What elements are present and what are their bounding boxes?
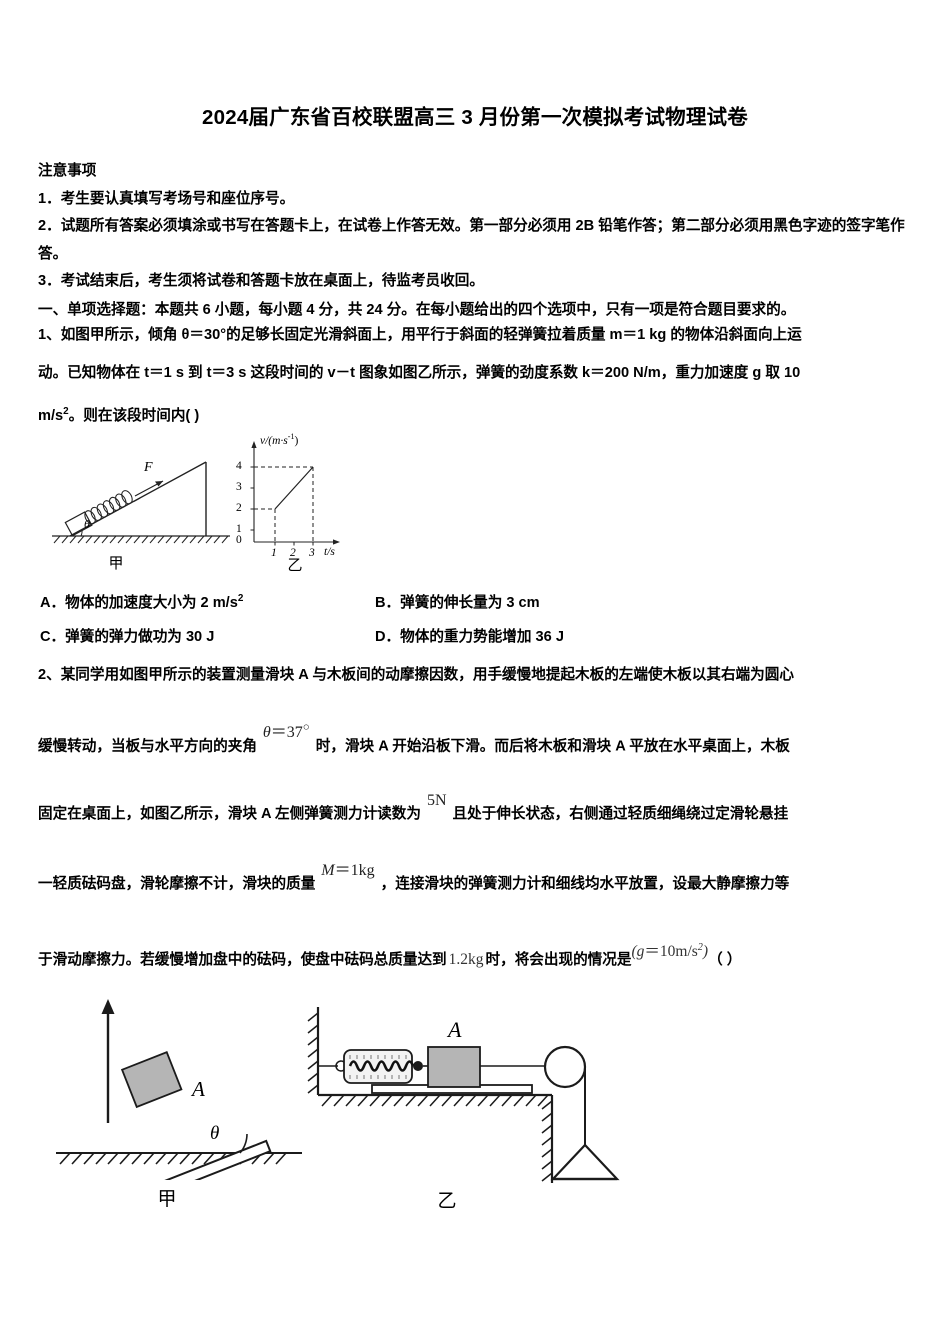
- question1-line1: 1、如图甲所示，倾角 θ＝30°的足够长固定光滑斜面上，用平行于斜面的轻弹簧拉着…: [38, 327, 802, 343]
- q2-angle-eq: ＝37: [270, 724, 303, 742]
- option-a-label: A．: [40, 595, 66, 611]
- option-b-label: B．: [375, 595, 401, 611]
- question2-line1: 2、某同学用如图甲所示的装置测量滑块 A 与木板间的动摩擦因数，用手缓慢地提起木…: [38, 667, 794, 683]
- q2-fig-left-caption: 甲: [157, 1189, 177, 1210]
- q2-g-val: ＝10m/s: [644, 943, 698, 961]
- q2-fig1-angle-label: θ: [210, 1123, 220, 1144]
- question2-line4: 一轻质砝码盘，滑轮摩擦不计，滑块的质量M＝1kg，连接滑块的弹簧测力计和细线均水…: [38, 862, 933, 896]
- question1-line2: 动。已知物体在 t＝1 s 到 t＝3 s 这段时间的 v－t 图象如图乙所示，…: [38, 365, 801, 381]
- q2-tilted-board-svg: [56, 999, 302, 1180]
- q2-g-sup: 2: [697, 942, 703, 953]
- question2-line4-pre: 一轻质砝码盘，滑轮摩擦不计，滑块的质量: [38, 876, 316, 892]
- q1-graph-xtick-2: 2: [290, 547, 296, 559]
- question2-spring-reading: 5N: [421, 792, 453, 809]
- question2-line3-post: 且处于伸长状态，右侧通过轻质细绳绕过定滑轮悬挂: [452, 806, 789, 822]
- option-c-text: 弹簧的弹力做功为 30 J: [65, 629, 215, 645]
- section-header: 一、单项选择题：本题共 6 小题，每小题 4 分，共 24 分。在每小题给出的四…: [38, 302, 796, 318]
- q1-figure-vt-graph: 0 1 2 3 4 1 2 3 v/(m·s-1) t/s: [232, 430, 357, 559]
- q2-table-pulley-svg: [307, 1007, 620, 1183]
- q2-figure-table-pulley: A: [300, 995, 640, 1185]
- question1-line3: m/s2。则在该段时间内( ): [38, 400, 928, 428]
- q2-g-var: g: [636, 943, 645, 961]
- q1-graph-yaxis-label: v/(m·s-1): [260, 432, 298, 447]
- q1-graph-xtick-1: 1: [271, 547, 277, 559]
- q1-fig-right-caption: 乙: [287, 558, 303, 574]
- q2-total-mass: 1.2kg: [448, 951, 484, 969]
- q2-angle-var: θ: [262, 724, 271, 742]
- q1-graph-ytick-1: 1: [236, 523, 242, 535]
- q1-graph-xtick-3: 3: [309, 547, 315, 559]
- q1-graph-ytick-4: 4: [236, 460, 242, 472]
- q2-mass-var: M: [321, 862, 335, 879]
- q1-force-label: F: [144, 460, 153, 475]
- option-d-label: D．: [375, 629, 401, 645]
- question1-line3-pre: m/s: [38, 407, 64, 424]
- q2-mass-val: ＝1kg: [334, 862, 375, 879]
- notice-heading: 注意事项: [38, 163, 97, 179]
- question1-option-b: B．弹簧的伸长量为 3 cm: [375, 591, 540, 612]
- q2-figure-tilted-board: A θ: [40, 995, 320, 1180]
- option-a-text: 物体的加速度大小为 2 m/s: [65, 595, 238, 611]
- page-title: 2024届广东省百校联盟高三 3 月份第一次模拟考试物理试卷: [202, 106, 748, 129]
- notice-item-1: 1．考生要认真填写考场号和座位序号。: [38, 190, 295, 207]
- q2-fig2-block-label: A: [448, 1017, 462, 1042]
- q1-graph-yaxis-label-main: v/(m·s: [260, 434, 288, 447]
- q1-graph-yaxis-label-end: ): [294, 434, 299, 447]
- option-d-text: 物体的重力势能增加 36 J: [400, 629, 564, 645]
- q2-fig-right-caption: 乙: [437, 1191, 457, 1212]
- notice-item-2: 2．试题所有答案必须填涂或书写在答题卡上，在试卷上作答无效。第一部分必须用 2B…: [38, 218, 905, 262]
- q1-fig-left-caption: 甲: [108, 556, 124, 572]
- q1-graph-ytick-3: 3: [236, 481, 242, 493]
- notice-block: 注意事项 1．考生要认真填写考场号和座位序号。 2．试题所有答案必须填涂或书写在…: [38, 158, 916, 296]
- question2-gravity-formula: (g＝10m/s2): [631, 942, 709, 961]
- question1-option-a: A．物体的加速度大小为 2 m/s2: [40, 591, 243, 612]
- question1-line3-post: 。则在该段时间内( ): [68, 407, 200, 424]
- q2-fig1-block-label: A: [192, 1077, 205, 1101]
- q1-incline-svg: [52, 461, 230, 544]
- option-b-text: 弹簧的伸长量为 3 cm: [400, 595, 540, 611]
- question2-line2-pre: 缓慢转动，当板与水平方向的夹角: [38, 738, 257, 755]
- question1-option-d: D．物体的重力势能增加 36 J: [375, 625, 564, 646]
- question2-line2-post: 时，滑块 A 开始沿板下滑。而后将木板和滑块 A 平放在水平桌面上，木板: [315, 738, 790, 755]
- q1-graph-yaxis-label-sup: -1: [287, 432, 295, 441]
- question2-line5-mid: 时，将会出现的情况是: [485, 952, 632, 969]
- q1-graph-xaxis-label: t/s: [324, 546, 335, 558]
- q1-angle-label: θ: [84, 517, 90, 531]
- q2-angle-deg: ○: [302, 722, 310, 734]
- question2-line3: 固定在桌面上，如图乙所示，滑块 A 左侧弹簧测力计读数为 5N 且处于伸长状态，右侧…: [38, 792, 933, 826]
- q1-figure-incline: F θ: [48, 440, 238, 550]
- question1-line3-sup: 2: [63, 406, 69, 417]
- q2-spring-value: 5N: [426, 792, 447, 809]
- q1-graph-ytick-0: 0: [236, 534, 242, 546]
- question2-line2: 缓慢转动，当板与水平方向的夹角θ＝37○时，滑块 A 开始沿板下滑。而后将木板和…: [38, 722, 933, 758]
- question2-angle-formula: θ＝37○: [257, 722, 316, 742]
- notice-item-3: 3．考试结束后，考生须将试卷和答题卡放在桌面上，待监考员收回。: [38, 273, 484, 289]
- q1-vt-svg: [250, 441, 340, 546]
- option-c-label: C．: [40, 629, 66, 645]
- question2-line4-post: ，连接滑块的弹簧测力计和细线均水平放置，设最大静摩擦力等: [380, 876, 790, 892]
- question2-line5-end: （ ）: [708, 952, 742, 969]
- option-a-text-sup: 2: [237, 593, 244, 605]
- q1-graph-ytick-2: 2: [236, 502, 242, 514]
- question2-line5-pre: 于滑动摩擦力。若缓慢增加盘中的砝码，使盘中砝码总质量达到: [38, 952, 447, 969]
- question2-line3-pre: 固定在桌面上，如图乙所示，滑块 A 左侧弹簧测力计读数为: [38, 806, 421, 822]
- question1-option-c: C．弹簧的弹力做功为 30 J: [40, 625, 214, 646]
- question2-mass-formula: M＝1kg: [315, 862, 380, 879]
